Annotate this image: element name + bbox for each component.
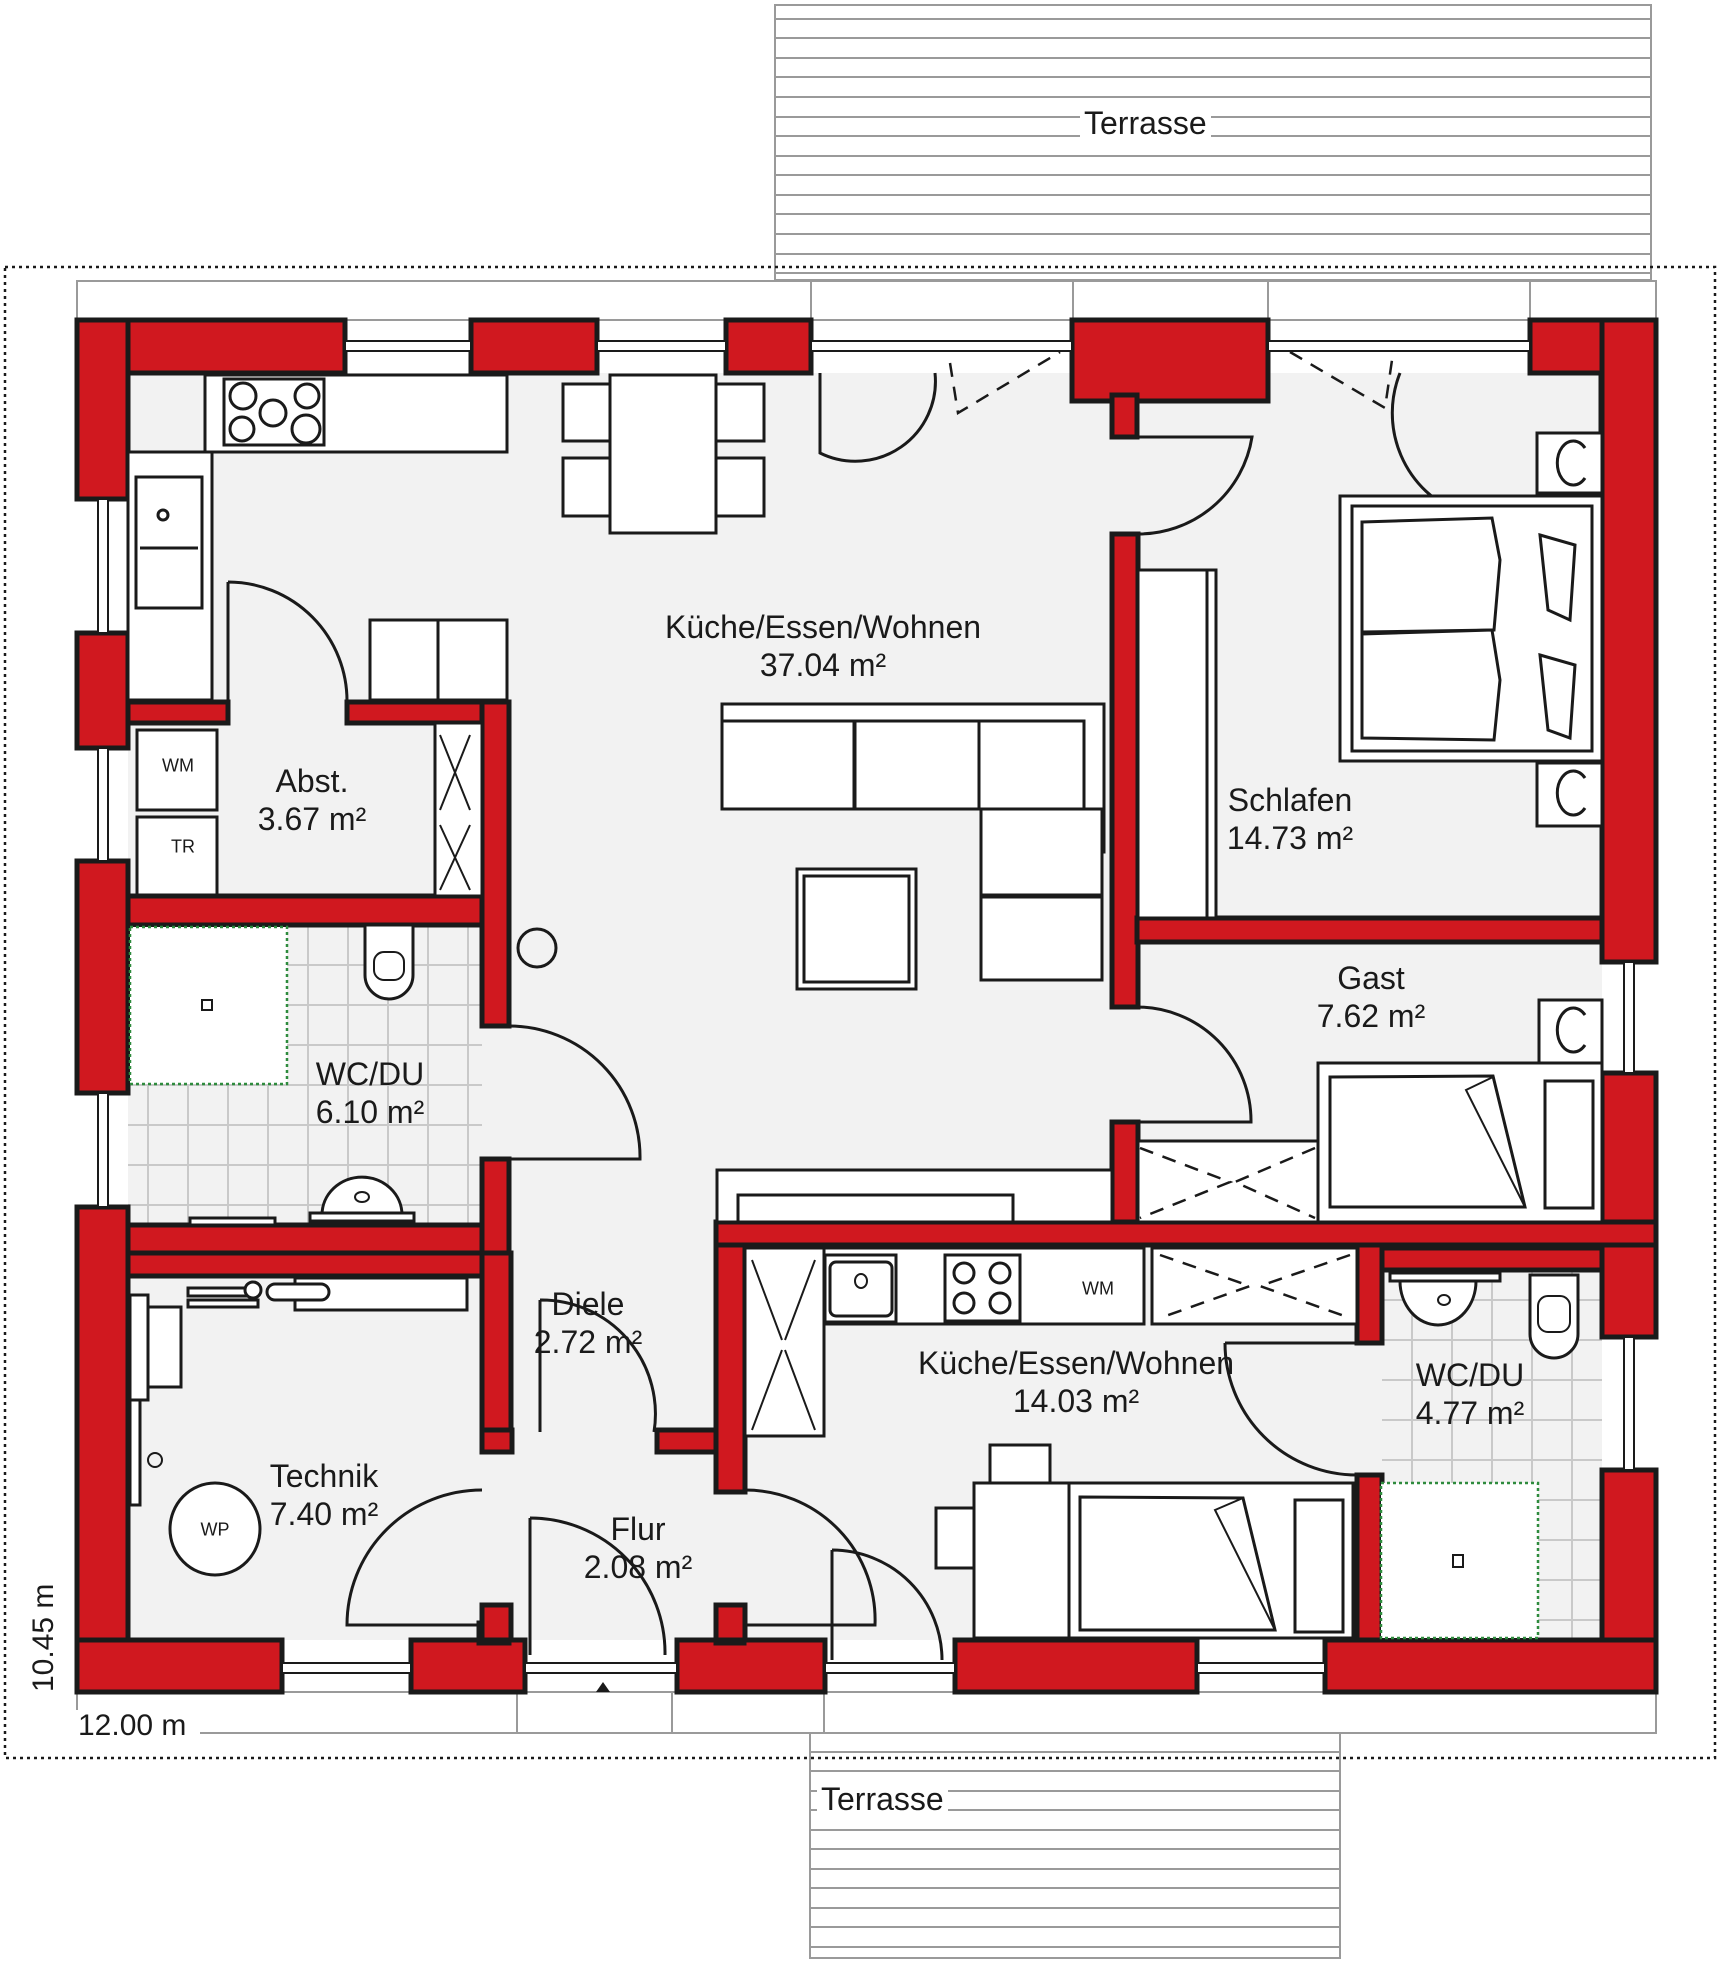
room-bedroom: Schlafen 14.73 m² [1227,781,1353,857]
room-area: 6.10 m² [315,1094,425,1130]
bedroom-contents [1136,431,1604,920]
room-name: Technik [269,1458,379,1494]
room-bath-west: WC/DU 6.10 m² [316,1055,424,1131]
kitchen-washer-label: WM [1082,1278,1114,1299]
terrace-south [809,1732,1341,1959]
room-area: 14.03 m² [1012,1383,1140,1419]
room-name: Küche/Essen/Wohnen [917,1345,1235,1381]
heat-pump-label: WP [200,1519,230,1540]
width-dimension: 12.00 m [78,1709,187,1742]
terrace-north-label: Terrasse [1080,106,1211,140]
room-name: WC/DU [1415,1357,1525,1393]
dining-set [561,373,766,535]
windows [97,340,1635,1692]
dimension-bottom [60,1691,1657,1744]
room-area: 7.40 m² [269,1496,379,1532]
sideboard [715,1168,1114,1224]
room-living-south: Küche/Essen/Wohnen 14.03 m² [918,1344,1234,1420]
guest-contents [1136,998,1604,1224]
interior-walls [125,531,1659,1643]
plot-boundary [3,265,1717,1760]
heat-pump-icon [168,1481,262,1577]
kitchen-upper [126,373,509,702]
room-name: Schlafen [1227,782,1353,818]
room-name: WC/DU [315,1056,425,1092]
bath-west-contents [128,923,416,1227]
stove-icon [222,377,326,447]
sink-icon [134,475,204,610]
room-name: Abst. [275,763,349,799]
room-tech: Technik 7.40 m² [270,1457,379,1533]
height-dimension: 10.45 m [27,1583,60,1692]
terrace-south-label: Terrasse [817,1782,948,1816]
room-guest: Gast 7.62 m² [1317,959,1425,1035]
room-hall: Diele 2.72 m² [534,1285,642,1361]
washer-label: WM [162,755,194,776]
sofa [720,702,1106,982]
storage-contents [135,721,484,898]
room-area: 3.67 m² [257,801,367,837]
chimney-icon [516,927,558,969]
coffee-table [795,867,918,991]
room-name: Küche/Essen/Wohnen [664,609,982,645]
room-area: 37.04 m² [759,647,887,683]
bath-east-contents [1379,1271,1580,1640]
room-area: 7.62 m² [1316,998,1426,1034]
room-living-main: Küche/Essen/Wohnen 37.04 m² [665,608,981,684]
room-name: Gast [1337,960,1405,996]
room-bath-east: WC/DU 4.77 m² [1416,1356,1524,1432]
room-corridor: Flur 2.08 m² [584,1510,692,1586]
entrance-marker-icon [596,1682,610,1692]
room-area: 2.08 m² [583,1549,693,1585]
room-storage: Abst. 3.67 m² [258,762,366,838]
dryer-label: TR [171,836,195,857]
room-area: 4.77 m² [1415,1395,1525,1431]
tech-contents [128,1276,469,1577]
terrace-north [774,4,1652,281]
dimension-top [76,280,1657,321]
room-area: 2.72 m² [533,1324,643,1360]
room-name: Flur [610,1511,666,1547]
room-name: Diele [551,1286,625,1322]
kitchen-lower [743,1246,1359,1640]
room-area: 14.73 m² [1226,820,1354,856]
